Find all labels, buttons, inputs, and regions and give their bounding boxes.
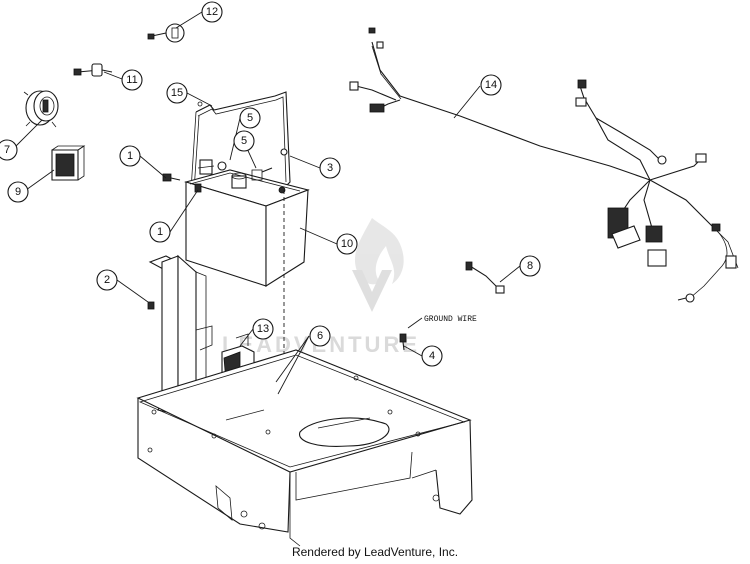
svg-text:10: 10 <box>341 238 353 250</box>
callout-4: 4 <box>421 345 443 367</box>
svg-text:5: 5 <box>241 135 247 147</box>
callout-5-upper: 5 <box>239 107 261 129</box>
chassis-frame <box>136 349 473 547</box>
svg-text:15: 15 <box>171 87 183 99</box>
footer-credit: Rendered by LeadVenture, Inc. <box>291 545 459 559</box>
callout-5-lower: 5 <box>233 130 255 152</box>
callout-14: 12 <box>201 1 223 23</box>
svg-text:1: 1 <box>157 226 163 238</box>
callout-7: 7 <box>0 139 18 161</box>
svg-text:5: 5 <box>247 112 253 124</box>
ground-wire-part <box>465 261 505 294</box>
callout-15: 15 <box>166 82 188 104</box>
svg-text:12: 12 <box>206 6 218 18</box>
ignition-key <box>147 23 185 43</box>
wire-harness <box>349 27 739 303</box>
svg-text:7: 7 <box>4 144 10 156</box>
callout-13: 11 <box>121 69 143 91</box>
callout-12: 10 <box>336 233 358 255</box>
callout-1-lower: 1 <box>149 221 171 243</box>
svg-text:14: 14 <box>485 79 497 91</box>
callout-1-upper: 1 <box>119 145 141 167</box>
svg-text:11: 11 <box>126 74 137 86</box>
svg-text:13: 13 <box>257 323 269 335</box>
svg-text:3: 3 <box>327 162 333 174</box>
callout-3: 3 <box>319 157 341 179</box>
svg-text:1: 1 <box>127 150 133 162</box>
ignition-switch <box>23 90 59 128</box>
ground-bolt <box>399 333 407 351</box>
key-switch-connector <box>73 63 113 77</box>
svg-text:4: 4 <box>429 350 435 362</box>
terminal-bolt <box>162 173 202 193</box>
callout-6: 6 <box>309 325 331 347</box>
svg-text:6: 6 <box>317 330 323 342</box>
leader-lines <box>13 11 521 395</box>
battery <box>184 148 310 287</box>
callout-9: 14 <box>480 74 502 96</box>
callout-11: 9 <box>7 181 29 203</box>
svg-text:8: 8 <box>527 260 533 272</box>
callout-10: 13 <box>252 318 274 340</box>
svg-text:2: 2 <box>104 274 110 286</box>
callout-2: 2 <box>96 269 118 291</box>
ground-wire-label: GROUND WIRE <box>424 315 477 324</box>
rocker-switch <box>51 145 86 181</box>
callout-8: 8 <box>519 255 541 277</box>
svg-text:9: 9 <box>15 186 21 198</box>
